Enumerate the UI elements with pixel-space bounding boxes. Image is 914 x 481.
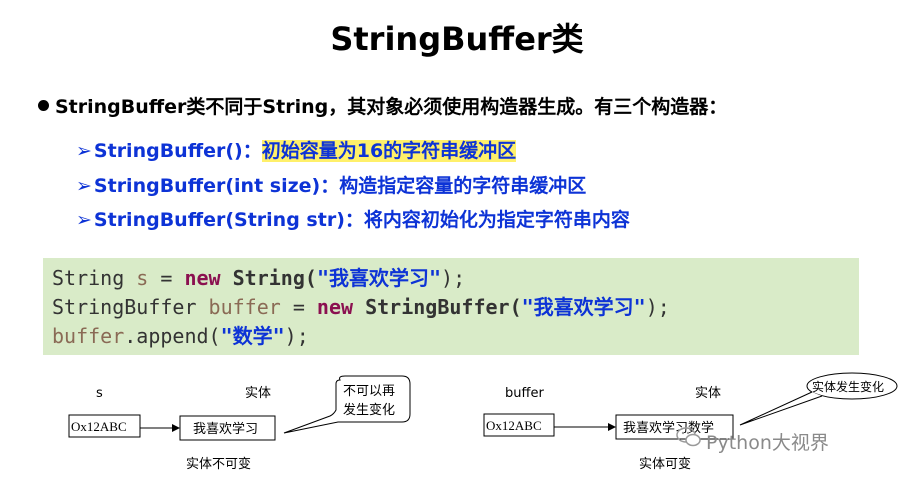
watermark-text: Python大视界 xyxy=(706,432,829,454)
page-title: StringBuffer类 xyxy=(330,20,584,58)
right-entity-label: 实体 xyxy=(695,386,721,401)
constructor-item-1: ➢StringBuffer()：初始容量为16的字符串缓冲区 xyxy=(76,136,517,163)
bullet-dot-icon xyxy=(38,100,49,111)
code-block: String s = new String("我喜欢学习"); StringBu… xyxy=(43,258,859,355)
constructor-item-3: ➢StringBuffer(String str)：将内容初始化为指定字符串内容 xyxy=(76,205,630,232)
arrow-icon: ➢ xyxy=(76,140,92,162)
code-variable: s xyxy=(136,266,149,290)
code-string: "数学" xyxy=(220,324,285,348)
constructor-description: 构造指定容量的字符串缓冲区 xyxy=(339,175,587,197)
right-address-box xyxy=(483,413,555,437)
right-speech-bubble xyxy=(806,372,898,400)
arrow-icon: ➢ xyxy=(76,209,92,231)
code-assign: = xyxy=(280,295,317,319)
code-keyword: new xyxy=(184,266,221,290)
constructor-description: 将内容初始化为指定字符串内容 xyxy=(363,209,630,231)
right-var-label: buffer xyxy=(505,386,544,401)
constructor-signature: StringBuffer()： xyxy=(93,140,262,162)
memory-diagram: s 实体 Ox12ABC 我喜欢学习 不可以再 发生变化 实体不可变 buffe… xyxy=(68,372,898,472)
right-address: Ox12ABC xyxy=(486,418,542,433)
left-bubble-line2: 发生变化 xyxy=(343,402,395,418)
code-variable: buffer xyxy=(208,295,281,319)
left-caption: 实体不可变 xyxy=(186,456,251,472)
right-caption: 实体可变 xyxy=(639,456,691,472)
code-string: "我喜欢学习" xyxy=(316,266,442,290)
right-entity-box xyxy=(615,414,734,440)
code-keyword: new xyxy=(316,295,354,319)
left-address: Ox12ABC xyxy=(71,419,127,434)
constructor-description-highlight: 初始容量为16的字符串缓冲区 xyxy=(261,140,517,162)
intro-bullet: StringBuffer类不同于String，其对象必须使用构造器生成。有三个构… xyxy=(38,92,727,119)
code-line-3: buffer.append("数学"); xyxy=(52,322,859,351)
code-type: String xyxy=(52,266,125,290)
left-entity-box xyxy=(179,415,276,441)
code-type: StringBuffer xyxy=(52,295,197,319)
intro-text: StringBuffer类不同于String，其对象必须使用构造器生成。有三个构… xyxy=(55,96,728,118)
code-string: "我喜欢学习" xyxy=(521,295,646,319)
constructor-signature: StringBuffer(String str)： xyxy=(93,209,364,231)
code-assign: = xyxy=(148,266,185,290)
right-bubble-tail xyxy=(739,391,823,426)
right-bubble-text: 实体发生变化 xyxy=(812,379,884,394)
code-line-1: String s = new String("我喜欢学习"); xyxy=(52,264,859,293)
left-address-box xyxy=(68,414,141,438)
right-entity-value: 我喜欢学习数学 xyxy=(623,420,714,436)
constructor-item-2: ➢StringBuffer(int size)：构造指定容量的字符串缓冲区 xyxy=(76,171,586,198)
left-speech-bubble xyxy=(283,375,411,434)
code-end: ); xyxy=(645,295,670,319)
constructor-signature: StringBuffer(int size)： xyxy=(93,175,340,197)
code-method-call: .append( xyxy=(124,324,221,348)
left-entity-value: 我喜欢学习 xyxy=(193,421,258,437)
code-end: ); xyxy=(441,266,466,290)
arrow-icon: ➢ xyxy=(76,175,92,197)
code-constructor: String( xyxy=(232,266,317,290)
left-entity-label: 实体 xyxy=(245,386,271,401)
code-variable: buffer xyxy=(52,324,125,348)
code-line-2: StringBuffer buffer = new StringBuffer("… xyxy=(52,293,859,322)
code-constructor: StringBuffer( xyxy=(365,295,522,319)
wechat-icon xyxy=(676,427,701,447)
left-var-label: s xyxy=(96,386,103,401)
left-bubble-line1: 不可以再 xyxy=(343,384,395,399)
code-end: ); xyxy=(284,324,309,348)
